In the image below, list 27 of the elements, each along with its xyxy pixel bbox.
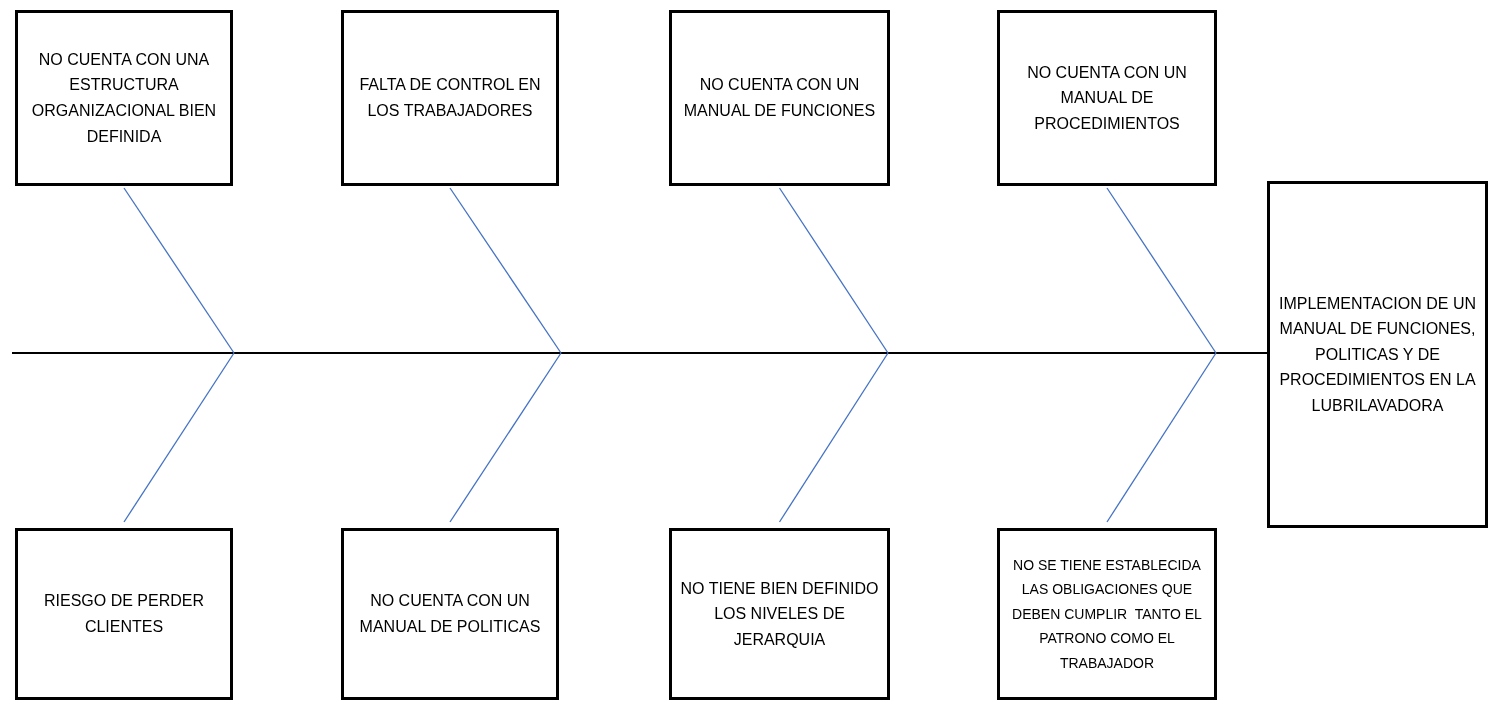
box-text: NO TIENE BIEN DEFINIDO LOS NIVELES DE JERARQUIA <box>680 578 879 650</box>
box-text: RIESGO DE PERDER CLIENTES <box>43 591 205 637</box>
branch-line <box>778 187 889 354</box>
branch-line <box>123 352 235 523</box>
branch-line <box>778 352 889 523</box>
box-text: IMPLEMENTACION DE UN MANUAL DE FUNCIONES, POLITICAS Y DE PROCEDIMIENTOS EN LA LUBRILAVADORA <box>1278 293 1477 416</box>
box-text: NO CUENTA CON UN MANUAL DE PROCEDIMIENTOS <box>1026 62 1188 134</box>
cause-box <box>341 528 559 700</box>
box-text: NO CUENTA CON UN MANUAL DE POLITICAS <box>358 591 542 637</box>
effect-box <box>1267 181 1488 528</box>
box-text: NO CUENTA CON UN MANUAL DE FUNCIONES <box>682 75 877 121</box>
branch-line <box>1106 352 1217 523</box>
cause-box <box>15 528 233 700</box>
cause-box <box>997 528 1217 700</box>
cause-box <box>15 10 233 186</box>
branch-line <box>449 187 562 354</box>
branch-line <box>1106 187 1217 354</box>
cause-box <box>341 10 559 186</box>
spine-line <box>11 352 1268 354</box>
box-text: FALTA DE CONTROL EN LOS TRABAJADORES <box>358 75 542 121</box>
cause-box <box>669 10 890 186</box>
cause-box <box>997 10 1217 186</box>
box-text: NO CUENTA CON UNA ESTRUCTURA ORGANIZACIONAL BIEN DEFINIDA <box>30 49 218 147</box>
cause-box <box>669 528 890 700</box>
branch-line <box>123 187 235 354</box>
branch-line <box>449 352 562 523</box>
box-text: NO SE TIENE ESTABLECIDA LAS OBLIGACIONES QUE DEBEN CUMPLIR TANTO EL PATRONO COMO EL TRABAJADOR <box>1011 555 1203 673</box>
